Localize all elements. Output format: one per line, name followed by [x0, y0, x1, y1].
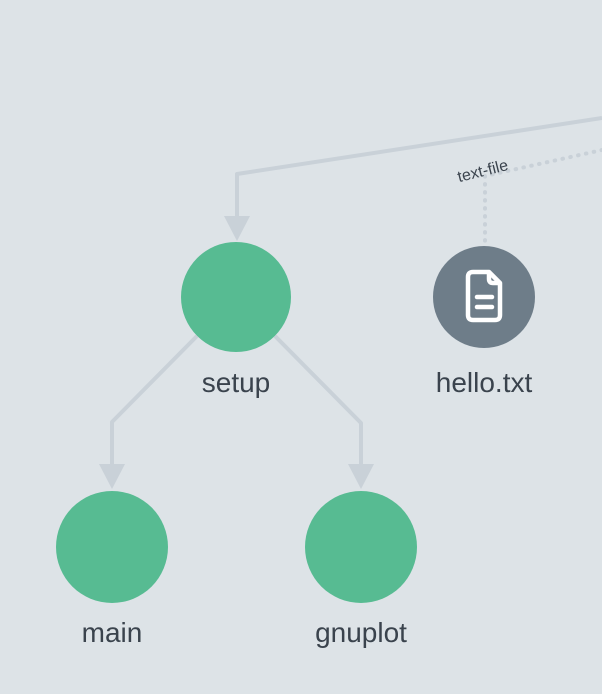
node-gnuplot-circle[interactable]	[305, 491, 417, 603]
node-setup-label: setup	[202, 367, 271, 398]
node-main-label: main	[82, 617, 143, 648]
edge-parent-to-setup	[224, 116, 602, 241]
edge-line	[235, 116, 602, 219]
node-gnuplot-label: gnuplot	[315, 617, 407, 648]
node-gnuplot[interactable]: gnuplot	[305, 491, 417, 648]
node-hello-txt[interactable]: hello.txt	[433, 246, 535, 398]
node-main[interactable]: main	[56, 491, 168, 648]
edge-label-text-file: text-file	[456, 157, 510, 186]
edge-setup-to-gnuplot	[273, 334, 374, 489]
edge-setup-to-main	[99, 334, 199, 489]
node-setup-circle[interactable]	[181, 242, 291, 352]
node-setup[interactable]: setup	[181, 242, 291, 398]
arrowhead-icon	[99, 464, 125, 489]
edge-parent-to-hellotxt	[483, 148, 602, 245]
edge-line	[110, 334, 199, 466]
edge-line	[273, 334, 363, 466]
file-icon	[465, 269, 503, 323]
node-hello-txt-label: hello.txt	[436, 367, 533, 398]
arrowhead-icon	[348, 464, 374, 489]
node-main-circle[interactable]	[56, 491, 168, 603]
edge-line-dotted	[483, 148, 602, 245]
arrowhead-icon	[224, 216, 250, 241]
